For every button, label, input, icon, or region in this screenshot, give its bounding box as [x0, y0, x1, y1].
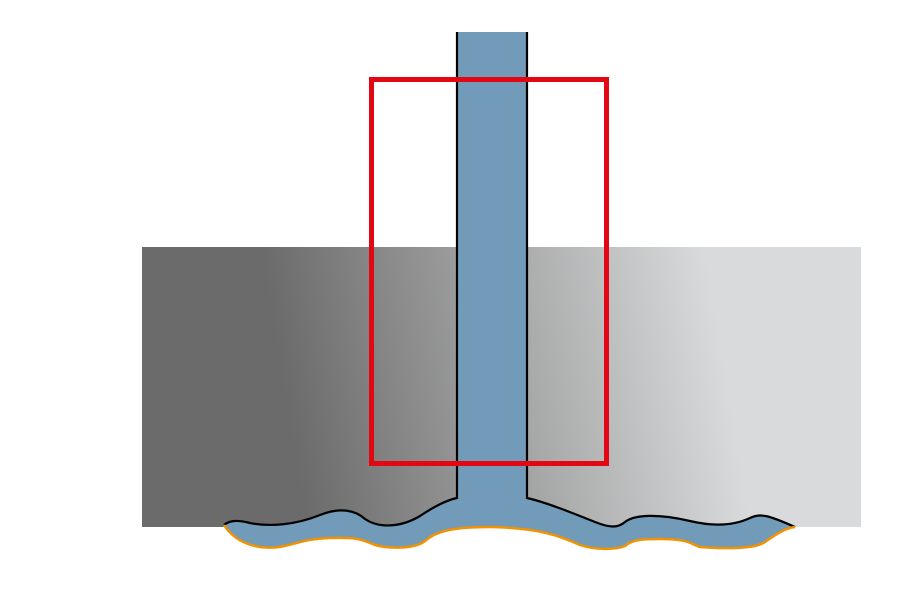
fluid-outline: [223, 32, 796, 529]
fluid-channel: [224, 32, 795, 549]
fluid-bottom-edge: [222, 524, 796, 551]
highlight-box: [369, 77, 609, 466]
